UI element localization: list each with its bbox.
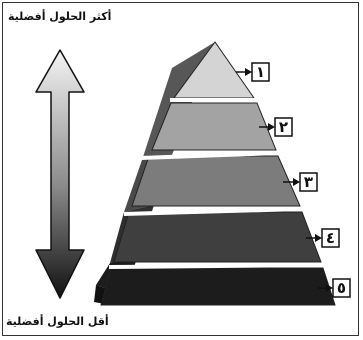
callout-box-1	[251, 62, 270, 82]
tier-number-1: ١	[256, 63, 265, 81]
callout-box-5	[332, 278, 351, 298]
most-preferred-label: أكثر الحلول أفضلية	[8, 10, 112, 23]
least-preferred-label: أقل الحلول أفضلية	[6, 315, 109, 328]
callout-box-4	[321, 228, 340, 248]
tier-number-3: ٣	[304, 173, 313, 191]
tier-callouts: ١ ٢ ٣ ٤ ٥	[236, 62, 351, 298]
tier-2	[151, 102, 277, 151]
tier-number-4: ٤	[326, 229, 335, 247]
preference-arrow	[35, 49, 85, 299]
tier-number-5: ٥	[337, 279, 346, 297]
callout-box-2	[274, 117, 293, 137]
callout-box-3	[299, 172, 318, 192]
tier-3	[131, 155, 301, 207]
tier-5	[100, 267, 336, 306]
tier-4	[113, 211, 322, 263]
tier-number-2: ٢	[279, 118, 288, 136]
pyramid	[94, 41, 336, 306]
